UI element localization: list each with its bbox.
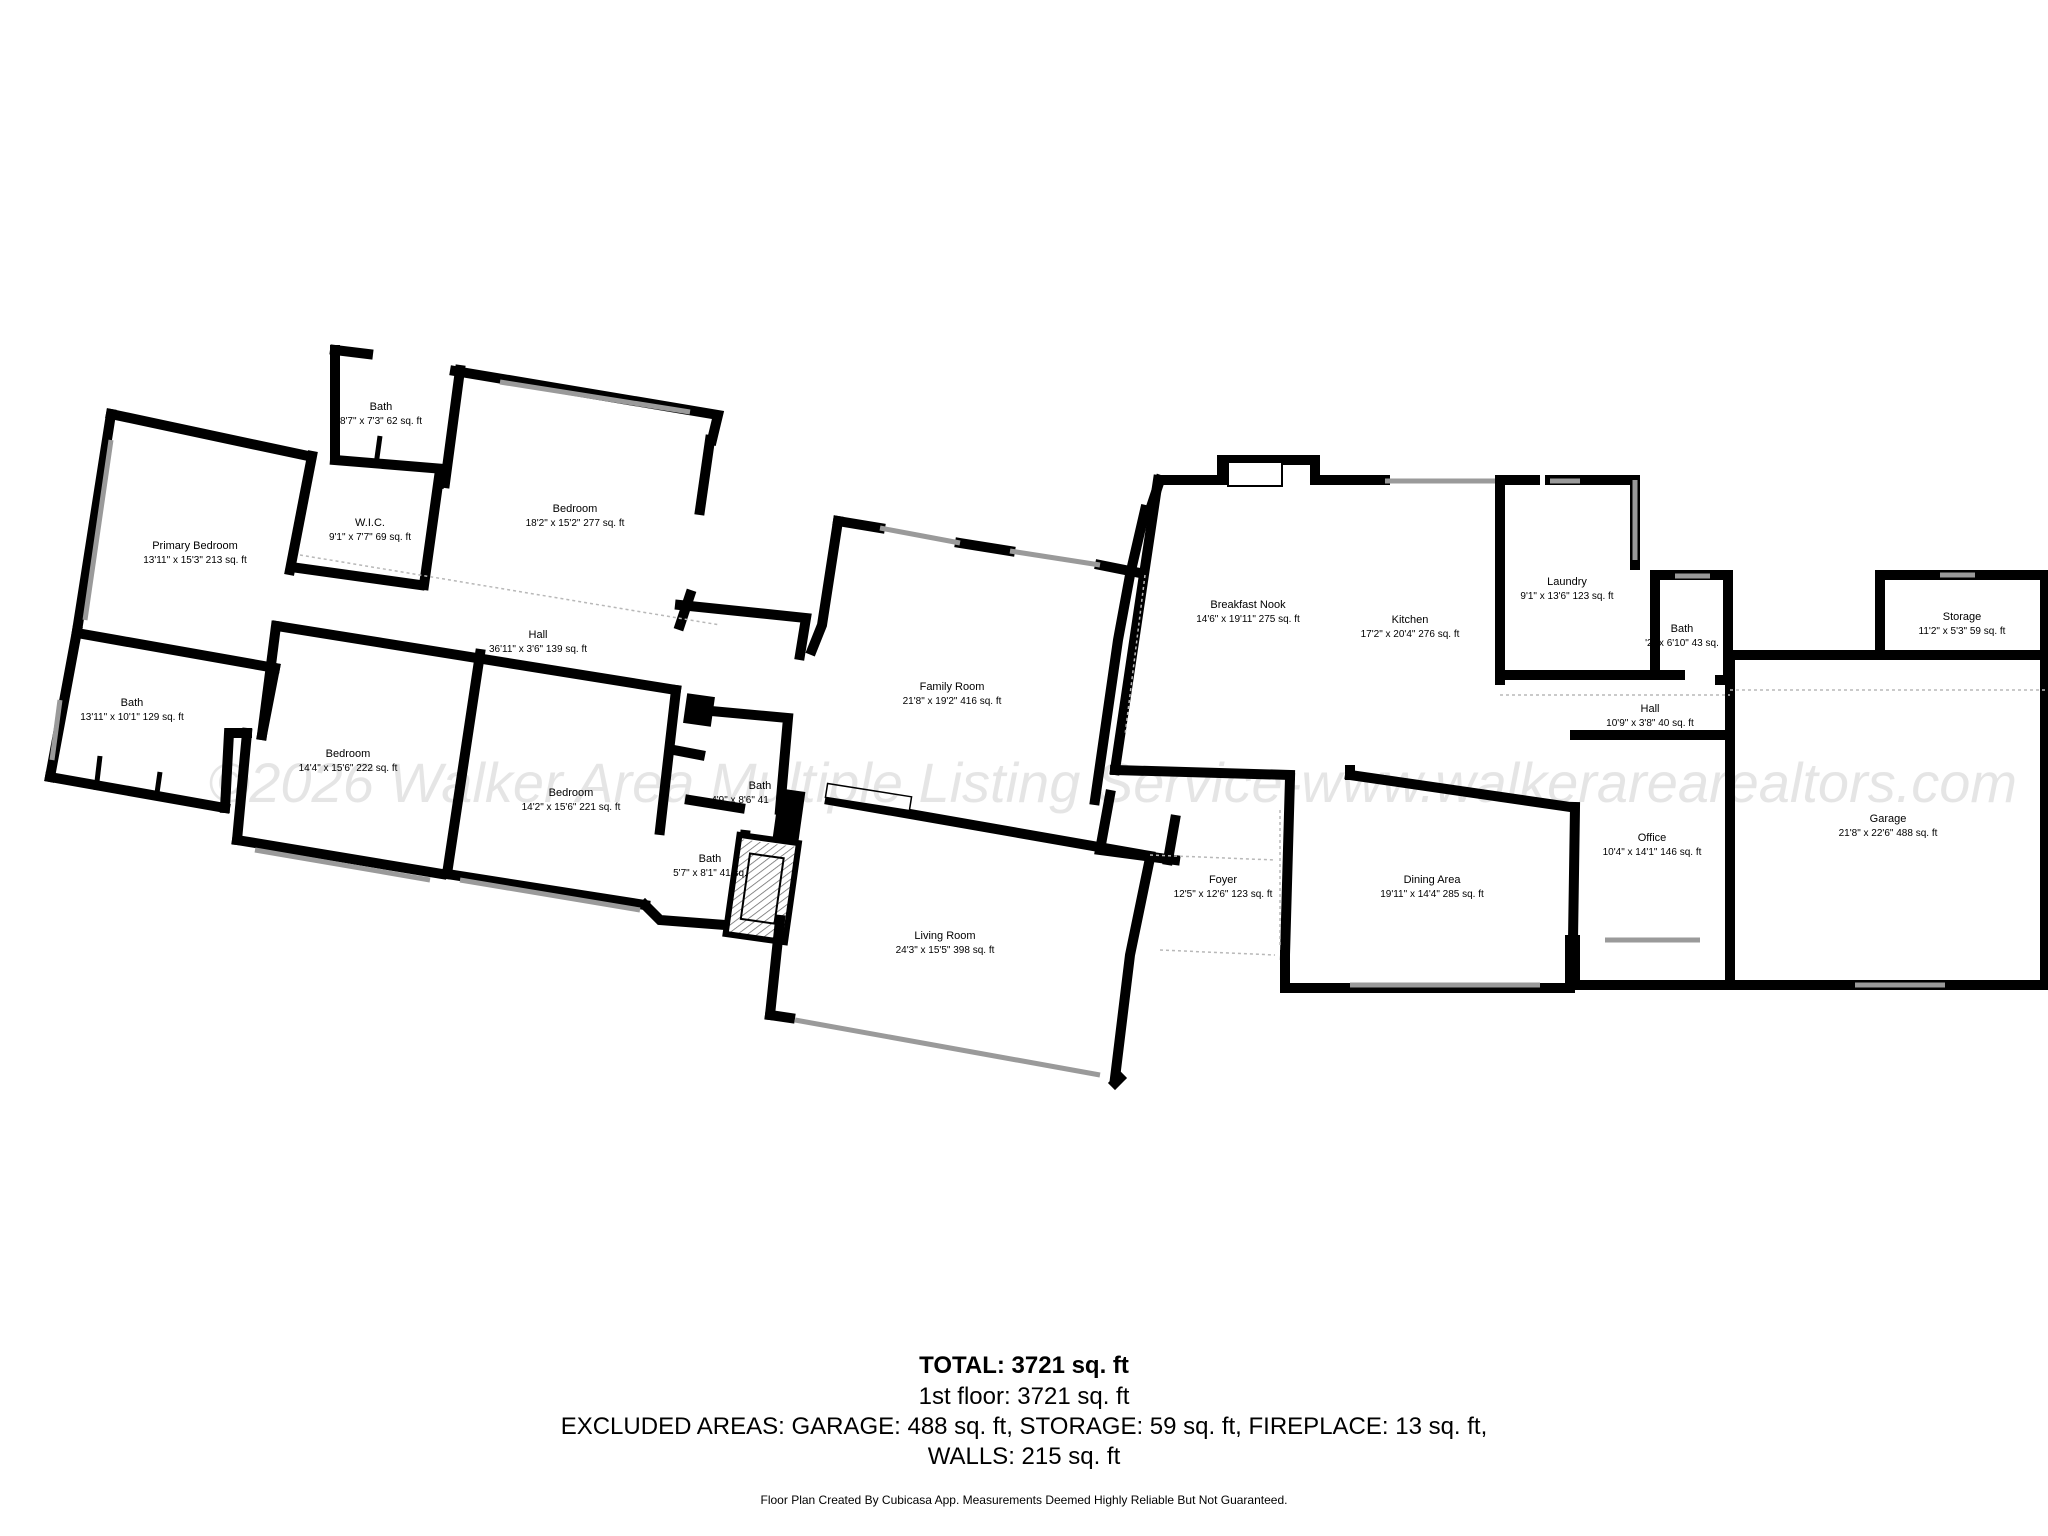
fireplace <box>722 831 803 946</box>
room-label-bath-small: Bath <box>749 780 772 792</box>
room-dims-kitchen: 17'2" x 20'4" 276 sq. ft <box>1361 629 1460 640</box>
kitchen-fireplace <box>1227 461 1283 487</box>
room-dims-wic: 9'1" x 7'7" 69 sq. ft <box>329 532 411 543</box>
column-block <box>683 693 715 727</box>
room-dims-dining-area: 19'11" x 14'4" 285 sq. ft <box>1380 889 1484 900</box>
room-label-storage: Storage <box>1943 611 1982 623</box>
room-label-breakfast-nook: Breakfast Nook <box>1210 599 1286 611</box>
room-label-bath-lower: Bath <box>699 853 722 865</box>
column-block <box>772 788 806 842</box>
room-dims-hall-right: 10'9" x 3'8" 40 sq. ft <box>1606 718 1694 729</box>
room-dims-foyer: 12'5" x 12'6" 123 sq. ft <box>1174 889 1273 900</box>
room-labels: Bath 8'7" x 7'3" 62 sq. ft Bedroom 18'2"… <box>80 401 2005 956</box>
room-label-hall-right: Hall <box>1641 703 1660 715</box>
room-label-foyer: Foyer <box>1209 874 1237 886</box>
room-dims-garage: 21'8" x 22'6" 488 sq. ft <box>1839 828 1938 839</box>
credit-note: Floor Plan Created By Cubicasa App. Meas… <box>760 1493 1288 1507</box>
windows <box>49 379 1975 1078</box>
room-dims-bath-lower: 5'7" x 8'1" 41 sq. <box>673 868 747 879</box>
room-label-bath-primary: Bath <box>121 697 144 709</box>
room-label-bedroom-top: Bedroom <box>553 503 598 515</box>
room-label-laundry: Laundry <box>1547 576 1587 588</box>
excluded-areas: EXCLUDED AREAS: GARAGE: 488 sq. ft, STOR… <box>560 1413 1488 1440</box>
room-label-garage: Garage <box>1870 813 1907 825</box>
room-dims-bedroom-left: 14'4" x 15'6" 222 sq. ft <box>299 763 398 774</box>
total-area: TOTAL: 3721 sq. ft <box>919 1352 1129 1379</box>
room-dims-family-room: 21'8" x 19'2" 416 sq. ft <box>903 696 1002 707</box>
room-dims-primary-bedroom: 13'11" x 15'3" 213 sq. ft <box>143 555 247 566</box>
room-dims-hall-bedrooms: 36'11" x 3'6" 139 sq. ft <box>489 644 587 655</box>
room-dims-breakfast-nook: 14'6" x 19'11" 275 sq. ft <box>1196 614 1300 625</box>
hearth <box>824 782 913 812</box>
room-label-dining-area: Dining Area <box>1404 874 1462 886</box>
room-dims-storage: 11'2" x 5'3" 59 sq. ft <box>1919 626 2006 637</box>
floor-area: 1st floor: 3721 sq. ft <box>918 1383 1130 1410</box>
room-dims-laundry: 9'1" x 13'6" 123 sq. ft <box>1520 591 1613 602</box>
room-dims-living-room: 24'3" x 15'5" 398 sq. ft <box>896 945 995 956</box>
east-wing-walls <box>1109 474 2048 993</box>
doors <box>299 554 2045 956</box>
watermark: ©2026 Walker Area Multiple Listing Servi… <box>208 751 2017 814</box>
room-label-living-room: Living Room <box>914 930 975 942</box>
room-label-bath-right: Bath <box>1671 623 1694 635</box>
room-label-primary-bedroom: Primary Bedroom <box>152 540 238 552</box>
room-label-office: Office <box>1638 832 1667 844</box>
room-label-kitchen: Kitchen <box>1392 614 1429 626</box>
room-dims-office: 10'4" x 14'1" 146 sq. ft <box>1603 847 1702 858</box>
room-dims-bath-top: 8'7" x 7'3" 62 sq. ft <box>340 416 422 427</box>
room-label-bath-top: Bath <box>370 401 393 413</box>
room-dims-bath-small: 4'9" x 8'6" 41 <box>711 795 769 806</box>
room-label-wic: W.I.C. <box>355 517 385 529</box>
room-dims-bath-primary: 13'11" x 10'1" 129 sq. ft <box>80 712 184 723</box>
room-label-bedroom-mid: Bedroom <box>549 787 594 799</box>
west-wing-walls <box>44 344 812 931</box>
walls-area: WALLS: 215 sq. ft <box>927 1443 1121 1470</box>
room-dims-bedroom-mid: 14'2" x 15'6" 221 sq. ft <box>522 802 621 813</box>
room-dims-bath-right: '2" x 6'10" 43 sq. <box>1645 638 1719 649</box>
room-label-family-room: Family Room <box>920 681 985 693</box>
room-label-bedroom-left: Bedroom <box>326 748 371 760</box>
room-label-hall-bedrooms: Hall <box>529 629 548 641</box>
room-dims-bedroom-top: 18'2" x 15'2" 277 sq. ft <box>526 518 625 529</box>
